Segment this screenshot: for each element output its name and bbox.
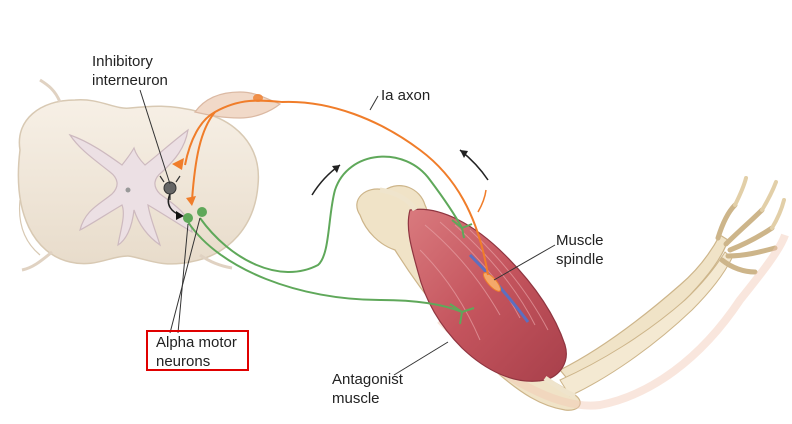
antagonist-muscle-label: Antagonist muscle <box>332 370 403 408</box>
alpha-motor-neuron-2 <box>197 207 207 217</box>
inhibitory-interneuron-label: Inhibitory interneuron <box>92 52 168 90</box>
muscle-spindle-label-line1: Muscle <box>556 232 604 249</box>
inhibitory-interneuron-label-line1: Inhibitory <box>92 53 153 70</box>
alpha-motor-neurons-label-line2: neurons <box>156 353 211 370</box>
muscle-spindle-label: Muscle spindle <box>556 231 604 269</box>
motor-pathway <box>183 155 475 325</box>
alpha-motor-neurons-label: Alpha motor neurons <box>156 333 237 371</box>
flow-arrow <box>311 149 489 196</box>
biceps-muscle <box>379 187 576 399</box>
alpha-motor-neurons-label-line1: Alpha motor <box>156 334 237 351</box>
alpha-motor-neurons-highlight-box <box>146 330 249 371</box>
dorsal-root-ganglion <box>193 91 282 119</box>
sensory-pathway <box>172 99 489 276</box>
ia-axon-label: Ia axon <box>381 87 431 104</box>
inhibitory-interneuron <box>159 175 184 220</box>
inhibitory-interneuron-label-line2: interneuron <box>92 72 168 89</box>
alpha-motor-neuron-1 <box>183 213 193 223</box>
pointer-lines <box>139 89 556 376</box>
antagonist-muscle-label-line1: Antagonist <box>332 371 403 388</box>
antagonist-muscle-label-line2: muscle <box>332 390 380 407</box>
muscle-spindle-label-line2: spindle <box>556 251 604 268</box>
